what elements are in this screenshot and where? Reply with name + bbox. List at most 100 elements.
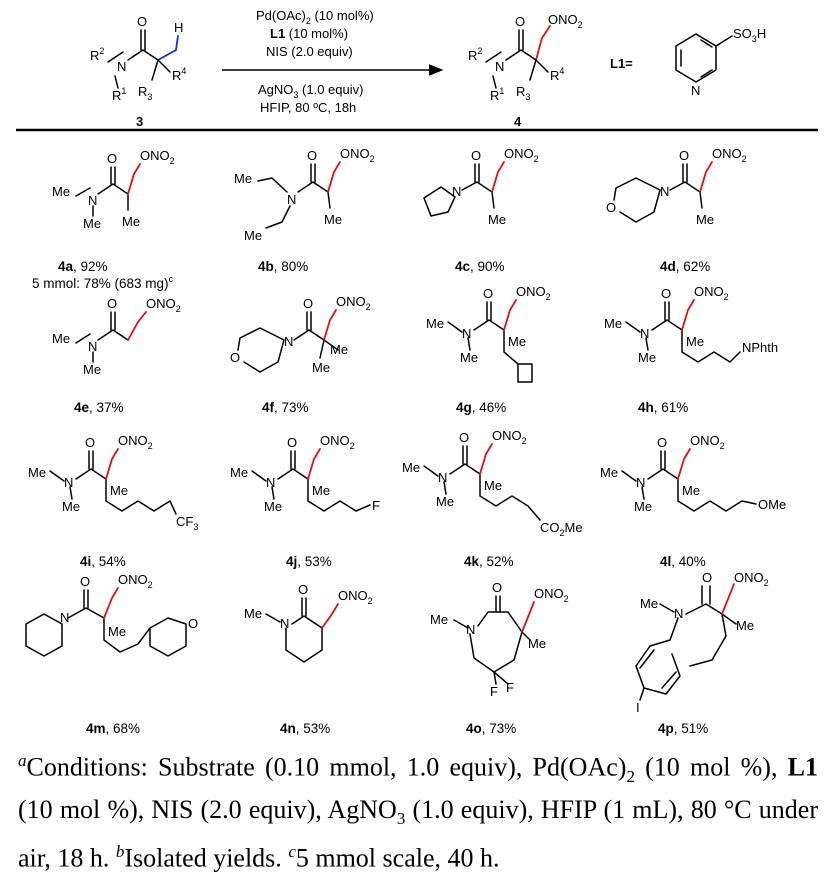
svg-text:4c, 90%: 4c, 90% [455, 259, 505, 274]
svg-text:4i, 54%: 4i, 54% [80, 554, 126, 569]
svg-text:Me: Me [686, 334, 704, 349]
svg-text:Me: Me [634, 499, 652, 514]
svg-text:L1 (10 mol%): L1 (10 mol%) [270, 26, 348, 41]
label-4d: 4d [660, 259, 676, 274]
substrate-3: O H N R2 R1 R4 R3 3 [90, 14, 186, 129]
product-4: O ONO2 N R2 R1 R4 R3 4 [468, 12, 583, 129]
svg-text:ONO2: ONO2 [694, 284, 729, 302]
svg-text:Me: Me [312, 360, 330, 375]
svg-text:Me: Me [426, 316, 444, 331]
svg-text:Me: Me [638, 350, 656, 365]
svg-text:N: N [691, 83, 700, 98]
svg-text:N: N [64, 475, 73, 490]
svg-text:Me: Me [244, 606, 262, 621]
svg-text:Me: Me [604, 316, 622, 331]
svg-text:ONO2: ONO2 [118, 433, 153, 451]
svg-text:R1: R1 [112, 86, 126, 103]
compound-4e: O ONO2 N Me Me [52, 296, 181, 377]
compound-4c: O ONO2 N Me [423, 146, 539, 227]
svg-text:Me: Me [600, 465, 618, 480]
svg-text:Me: Me [230, 465, 248, 480]
substrate-id: 3 [136, 114, 143, 129]
svg-text:CO2Me: CO2Me [540, 520, 583, 538]
svg-text:F: F [490, 684, 498, 699]
reaction-scheme: O H N R2 R1 R4 R3 3 Pd(OAc)2 (10 mol%) L… [16, 8, 818, 736]
svg-text:Me: Me [83, 362, 101, 377]
svg-text:O: O [188, 616, 198, 631]
compound-4j: O ONO2 N Me Me Me F [230, 433, 380, 514]
svg-text:N: N [636, 475, 645, 490]
compound-4o: O ONO2 N Me Me F F [430, 580, 569, 699]
compound-4a: O ONO2 N Me Me Me [52, 148, 175, 231]
svg-text:NPhth: NPhth [742, 340, 778, 355]
svg-text:Me: Me [264, 499, 282, 514]
svg-text:Me: Me [682, 483, 700, 498]
svg-text:N: N [660, 184, 669, 199]
svg-text:R1: R1 [490, 86, 504, 103]
label-4m: 4m [86, 721, 106, 736]
svg-text:ONO2: ONO2 [734, 570, 769, 588]
svg-text:Pd(OAc)2 (10 mol%): Pd(OAc)2 (10 mol%) [256, 8, 374, 26]
svg-text:ONO2: ONO2 [340, 146, 375, 164]
svg-text:4p, 51%: 4p, 51% [658, 721, 708, 736]
svg-text:I: I [636, 700, 640, 715]
svg-text:N: N [280, 616, 289, 631]
svg-text:F: F [506, 680, 514, 695]
svg-text:4g, 46%: 4g, 46% [456, 400, 506, 415]
compound-4f: O ONO2 N O Me Me [230, 294, 371, 375]
svg-text:Me: Me [508, 334, 526, 349]
label-4l: 4l [660, 554, 671, 569]
svg-text:4n, 53%: 4n, 53% [280, 721, 330, 736]
ligand-l1: L1= SO3H N [610, 26, 766, 98]
label-4p: 4p [658, 721, 674, 736]
svg-text:R3: R3 [516, 84, 530, 102]
svg-text:4o, 73%: 4o, 73% [466, 721, 516, 736]
svg-text:N: N [438, 470, 447, 485]
svg-text:ONO2: ONO2 [320, 433, 355, 451]
label-4o: 4o [466, 721, 482, 736]
svg-text:O: O [459, 430, 469, 445]
svg-text:O: O [702, 570, 712, 585]
svg-text:N: N [266, 475, 275, 490]
reaction-conditions: Pd(OAc)2 (10 mol%) L1 (10 mol%) NIS (2.0… [222, 8, 444, 115]
compound-4d: O ONO2 N O Me [606, 146, 747, 227]
svg-text:N: N [88, 193, 97, 208]
label-4g: 4g [456, 400, 472, 415]
svg-text:Me: Me [312, 483, 330, 498]
svg-text:Me: Me [83, 216, 101, 231]
svg-text:O: O [303, 296, 313, 311]
label-4f: 4f [262, 400, 275, 415]
svg-text:O: O [298, 582, 308, 597]
atom-n: N [117, 59, 126, 74]
compound-4p: O ONO2 N Me Me I [635, 570, 769, 715]
svg-text:4d, 62%: 4d, 62% [660, 259, 710, 274]
svg-text:Me: Me [28, 465, 46, 480]
svg-text:Me: Me [436, 494, 454, 509]
svg-text:Me: Me [110, 483, 128, 498]
svg-text:O: O [107, 296, 117, 311]
label-4e: 4e [74, 400, 90, 415]
label-4i: 4i [80, 554, 91, 569]
svg-text:F: F [372, 498, 380, 513]
svg-text:ONO2: ONO2 [118, 572, 153, 590]
svg-text:N: N [60, 610, 69, 625]
svg-text:N: N [452, 184, 461, 199]
product-id: 4 [514, 114, 522, 129]
svg-text:ONO2: ONO2 [516, 284, 551, 302]
svg-text:Me: Me [52, 331, 70, 346]
svg-text:O: O [515, 14, 525, 29]
svg-text:Me: Me [488, 212, 506, 227]
svg-text:Me: Me [736, 618, 754, 633]
svg-text:ONO2: ONO2 [534, 586, 569, 604]
svg-text:Me: Me [244, 228, 262, 243]
svg-text:Me: Me [460, 350, 478, 365]
svg-text:4k, 52%: 4k, 52% [464, 554, 514, 569]
svg-text:Me: Me [234, 171, 252, 186]
svg-text:ONO2: ONO2 [140, 148, 175, 166]
label-4n: 4n [280, 721, 296, 736]
svg-text:ONO2: ONO2 [146, 296, 181, 314]
svg-text:ONO2: ONO2 [712, 146, 747, 164]
svg-text:4e, 37%: 4e, 37% [74, 400, 124, 415]
svg-text:4l, 40%: 4l, 40% [660, 554, 706, 569]
svg-text:4a, 92%: 4a, 92% [58, 259, 108, 274]
